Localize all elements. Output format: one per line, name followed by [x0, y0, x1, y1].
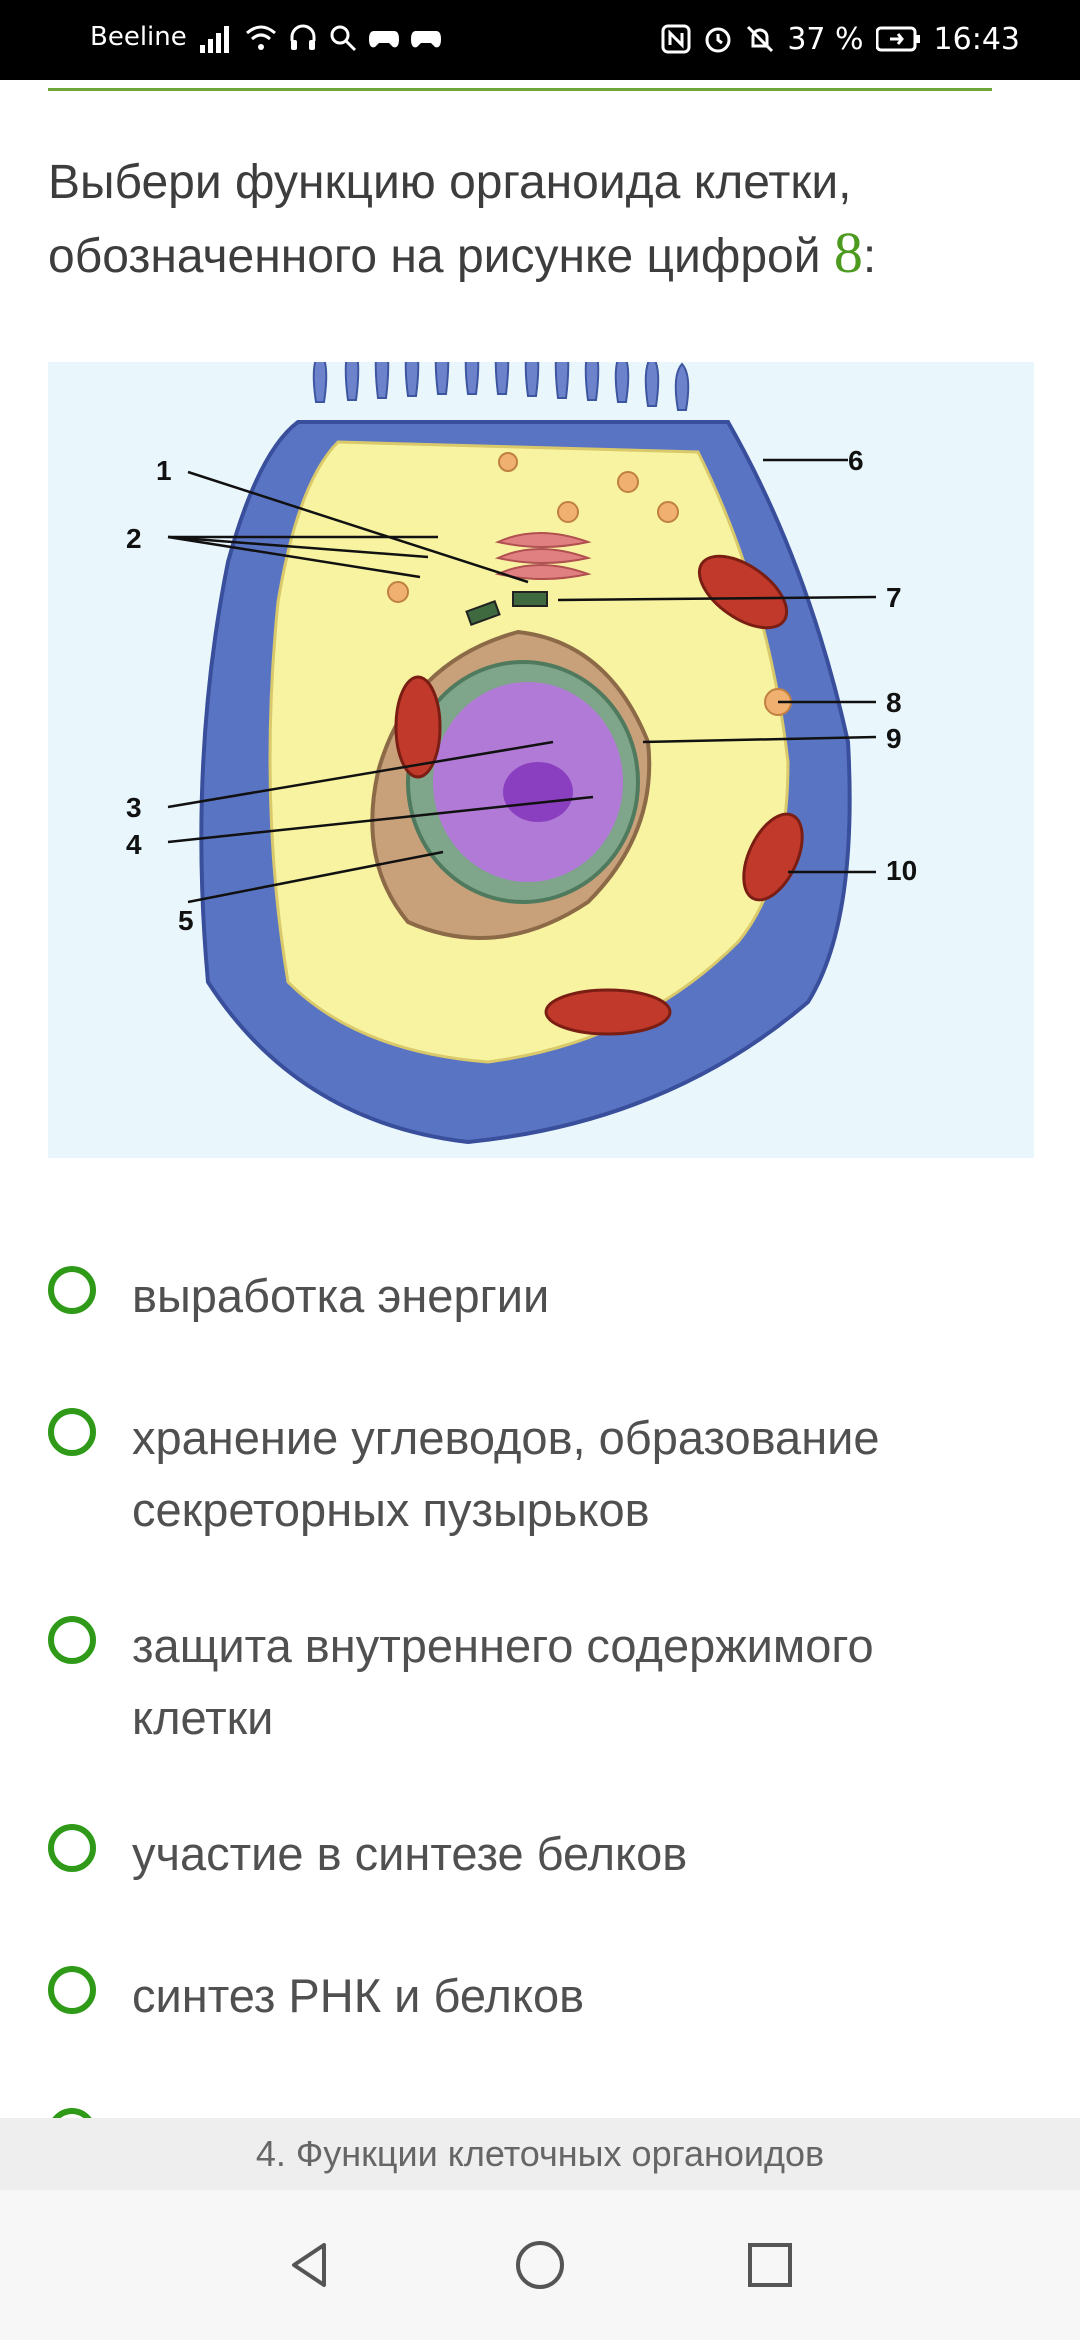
search-icon — [328, 23, 358, 53]
headset-icon — [288, 23, 318, 53]
option-label[interactable]: хранение углеводов, образование секретор… — [132, 1411, 880, 1536]
option-label[interactable]: участие в синтезе белков — [132, 1827, 688, 1880]
gamepad-icon — [410, 25, 442, 51]
option-label[interactable]: защита внутреннего содержимого клетки — [132, 1619, 874, 1744]
label-7: 7 — [886, 582, 902, 613]
label-3: 3 — [126, 792, 142, 823]
radio-button[interactable] — [48, 1408, 96, 1456]
home-icon[interactable] — [510, 2235, 570, 2295]
radio-button[interactable] — [48, 1966, 96, 2014]
wifi-icon — [244, 23, 278, 53]
radio-button[interactable] — [48, 1616, 96, 1664]
divider — [48, 88, 992, 91]
signal-icon — [200, 23, 234, 53]
label-5: 5 — [178, 905, 194, 936]
option-5[interactable]: синтез РНК и белков — [48, 1960, 1038, 2032]
cell-diagram: 1 2 3 4 5 6 7 8 9 10 — [48, 362, 1034, 1158]
question-text: Выбери функцию органоида клетки, обознач… — [48, 148, 1028, 292]
cell-diagram-svg: 1 2 3 4 5 6 7 8 9 10 — [126, 362, 917, 1145]
label-9: 9 — [886, 723, 902, 754]
label-10: 10 — [886, 855, 917, 886]
mute-icon — [745, 24, 775, 54]
status-bar: Beeline 37 % — [0, 0, 1080, 80]
label-4: 4 — [126, 829, 142, 860]
recent-apps-icon[interactable] — [740, 2235, 800, 2295]
gamepad-icon — [368, 25, 400, 51]
back-icon[interactable] — [280, 2235, 340, 2295]
radio-button[interactable] — [48, 1266, 96, 1314]
question-suffix: : — [862, 230, 877, 283]
label-2: 2 — [126, 523, 142, 554]
option-4[interactable]: участие в синтезе белков — [48, 1818, 1038, 1890]
option-label[interactable]: выработка энергии — [132, 1269, 550, 1322]
clock: 16:43 — [933, 21, 1020, 57]
label-6: 6 — [848, 445, 864, 476]
alarm-icon — [703, 24, 733, 54]
topic-bar: 4. Функции клеточных органоидов — [0, 2118, 1080, 2190]
label-1: 1 — [156, 455, 172, 486]
battery-icon — [875, 26, 922, 52]
option-3[interactable]: защита внутреннего содержимого клетки — [48, 1610, 1038, 1754]
nfc-icon — [661, 24, 691, 54]
radio-button[interactable] — [48, 1824, 96, 1872]
question-body: Выбери функцию органоида клетки, обознач… — [48, 156, 852, 283]
battery-percent: 37 % — [787, 21, 864, 57]
option-2[interactable]: хранение углеводов, образование секретор… — [48, 1402, 1038, 1546]
navigation-bar — [0, 2190, 1080, 2340]
carrier-name: Beeline — [90, 22, 187, 52]
label-8: 8 — [886, 687, 902, 718]
topic-label: 4. Функции клеточных органоидов — [255, 2133, 825, 2174]
option-1[interactable]: выработка энергии — [48, 1260, 1038, 1332]
option-label[interactable]: синтез РНК и белков — [132, 1969, 585, 2022]
question-number: 8 — [833, 220, 863, 285]
